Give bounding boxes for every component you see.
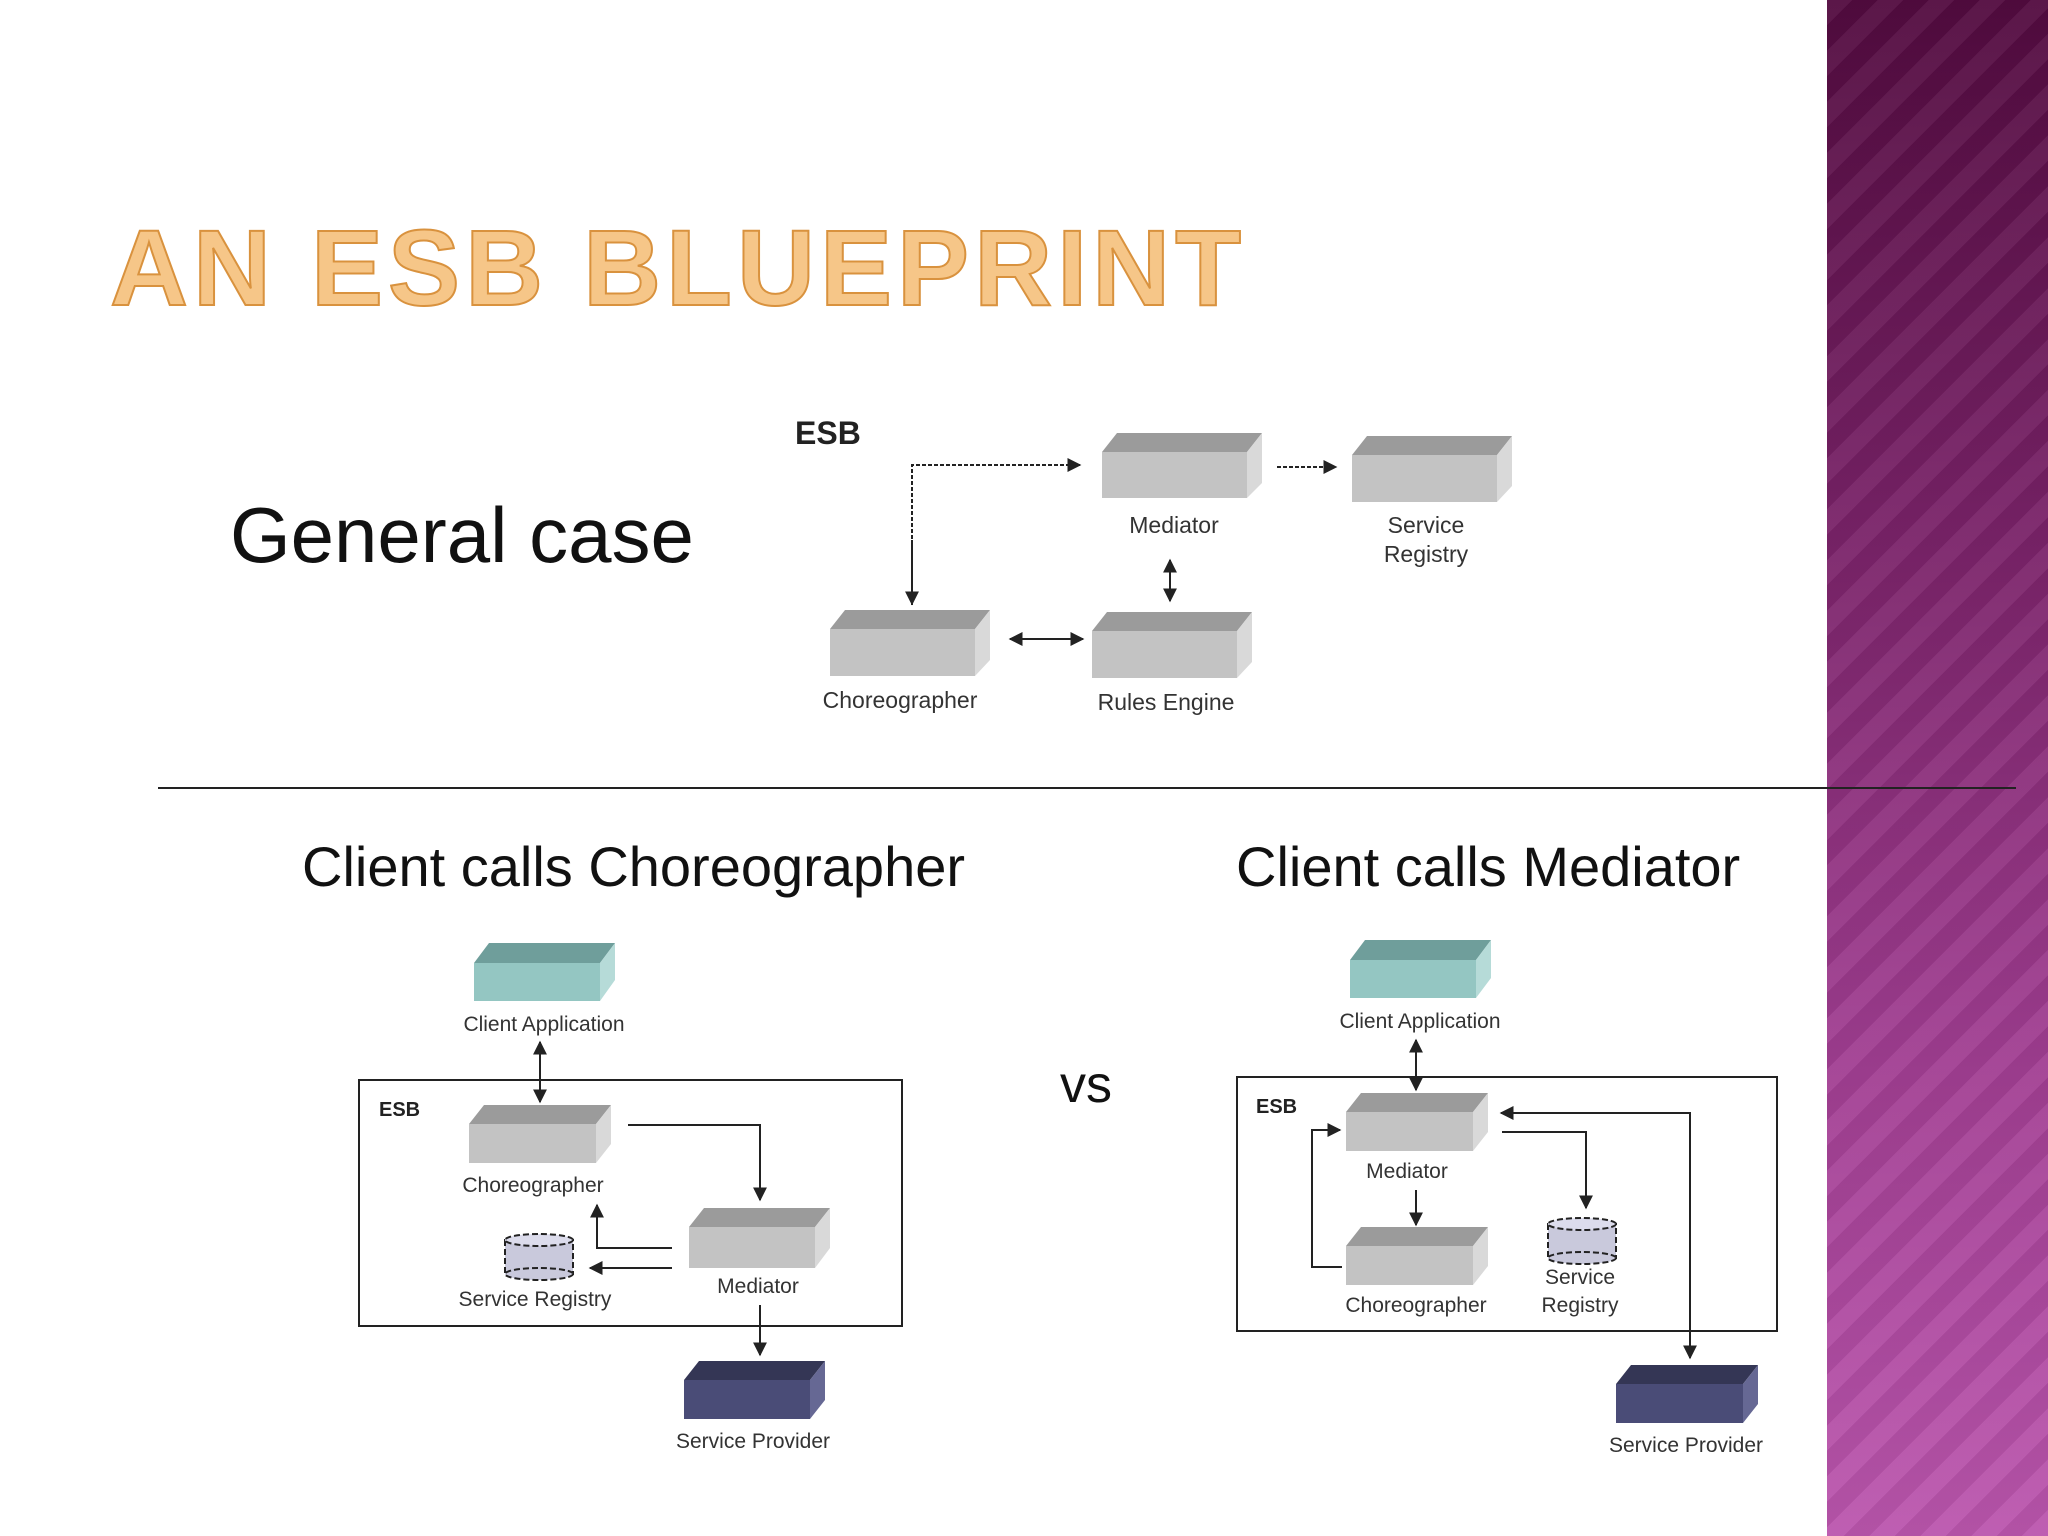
left-mediator-label: Mediator [717, 1275, 799, 1298]
left-service-provider-box [684, 1361, 825, 1419]
decorative-side-band [1827, 0, 2048, 1536]
right-choreographer-label: Choreographer [1345, 1294, 1486, 1317]
right-mediator-box [1346, 1093, 1488, 1151]
left-case-diagram: Client Application ESB Choreographer Ser… [358, 943, 903, 1453]
right-choreographer-box [1346, 1227, 1488, 1285]
left-esb-label: ESB [379, 1099, 420, 1121]
right-service-registry-cylinder [1547, 1217, 1617, 1265]
right-service-registry-label-2: Registry [1541, 1294, 1619, 1317]
left-service-registry-label: Service Registry [459, 1288, 612, 1311]
general-service-registry-label-2: Registry [1384, 541, 1469, 567]
left-esb-frame [358, 1079, 903, 1327]
right-esb-label: ESB [1256, 1096, 1297, 1118]
right-mediator-label: Mediator [1366, 1160, 1448, 1183]
general-mediator-label: Mediator [1129, 512, 1219, 538]
left-arrows [533, 1040, 767, 1357]
right-esb-frame [1236, 1076, 1778, 1332]
right-case-diagram: Client Application ESB Mediator Choreogr… [1236, 940, 1778, 1457]
left-mediator-box [689, 1208, 830, 1268]
general-mediator-box [1102, 433, 1262, 498]
general-service-registry-box [1352, 436, 1512, 502]
general-rules-engine-label: Rules Engine [1098, 689, 1235, 715]
general-case-diagram: ESB Mediator Service Registry [795, 415, 1512, 715]
general-choreographer-box [830, 610, 990, 676]
general-esb-label: ESB [795, 415, 861, 451]
general-rules-engine-box [1092, 612, 1252, 678]
right-client-application-box [1350, 940, 1491, 998]
right-client-application-label: Client Application [1339, 1010, 1500, 1033]
right-service-registry-label: Service [1545, 1266, 1615, 1289]
left-service-registry-cylinder [504, 1233, 574, 1281]
section-divider [158, 787, 2016, 789]
general-choreographer-label: Choreographer [823, 687, 978, 713]
right-service-provider-box [1616, 1365, 1758, 1423]
right-service-provider-label: Service Provider [1609, 1434, 1763, 1457]
left-client-application-box [474, 943, 615, 1001]
general-case-label: General case [230, 491, 694, 579]
left-choreographer-box [469, 1105, 611, 1163]
client-calls-mediator-label: Client calls Mediator [1236, 835, 1741, 898]
slide-title: AN ESB BLUEPRINT [109, 206, 1247, 329]
vs-label: vs [1060, 1056, 1112, 1114]
general-service-registry-label: Service [1388, 512, 1465, 538]
left-choreographer-label: Choreographer [462, 1174, 603, 1197]
client-calls-choreographer-label: Client calls Choreographer [302, 835, 966, 898]
left-service-provider-label: Service Provider [676, 1430, 830, 1453]
right-arrows [1311, 1038, 1697, 1360]
left-client-application-label: Client Application [463, 1013, 624, 1036]
general-arrows [905, 458, 1338, 646]
